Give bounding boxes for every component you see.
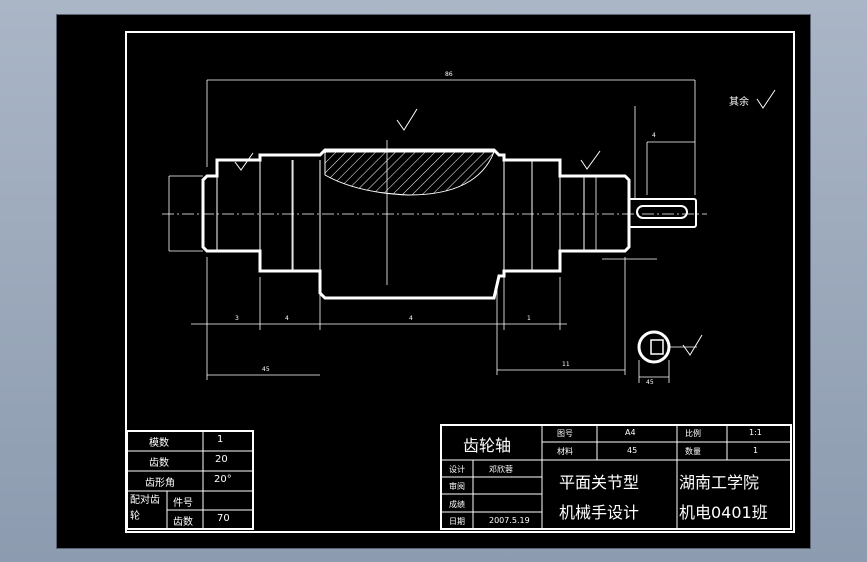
- gear-mating-label-top: 件号: [173, 498, 193, 509]
- gear-mating-label-bottom: 齿数: [173, 517, 193, 528]
- dim-left-total: 45: [262, 366, 270, 373]
- gear-param-table-lines: [126, 430, 254, 530]
- tb-role-1-label: 审阅: [449, 482, 465, 491]
- dimension-lines: [168, 79, 696, 380]
- gear-row-0-label: 模数: [149, 438, 169, 449]
- tb-field-1-value: 45: [627, 446, 638, 455]
- tb-role-3-label: 日期: [449, 517, 465, 526]
- tb-field-0-label: 图号: [557, 429, 573, 438]
- tb-field-0-value: A4: [625, 428, 636, 437]
- tb-role-0-label: 设计: [449, 465, 465, 474]
- gear-section-hatch: [324, 151, 495, 196]
- tb-field-3-label: 数量: [685, 447, 701, 456]
- gear-row-1-value: 20: [215, 454, 228, 465]
- title-block-lines: [440, 424, 792, 530]
- dim-overall: 86: [445, 71, 453, 78]
- keyway: [628, 198, 697, 228]
- gear-row-1-label: 齿数: [149, 458, 169, 469]
- drawing-sheet: 86 4 3 4 4 1 45 11 45 其余 模数 1 齿数 20 齿形角 …: [56, 14, 811, 549]
- gear-row-2-value: 20°: [214, 474, 232, 485]
- dim-right-seg: 4: [652, 132, 656, 139]
- roughness-symbols: [234, 89, 776, 356]
- tb-role-2-label: 成绩: [449, 500, 465, 509]
- tb-role-3-value: 2007.5.19: [489, 516, 530, 525]
- gear-mating-group: 配对齿轮: [130, 495, 160, 522]
- tb-project-line2: 机械手设计: [559, 503, 640, 522]
- dim-right-a: 1: [527, 315, 531, 322]
- section-view: [637, 330, 697, 383]
- dim-right-total: 11: [562, 361, 570, 368]
- dim-keyway-width: 45: [646, 379, 654, 386]
- dim-left-a: 3: [235, 315, 239, 322]
- tb-field-2-value: 1:1: [749, 428, 762, 437]
- tb-field-3-value: 1: [753, 446, 759, 455]
- tb-class: 机电0401班: [679, 503, 768, 522]
- gear-mating-value: 70: [217, 513, 230, 524]
- surface-finish-note: 其余: [729, 97, 749, 108]
- tb-project-line1: 平面关节型: [559, 473, 640, 492]
- gear-row-0-value: 1: [217, 434, 224, 445]
- tb-field-1-label: 材料: [557, 447, 573, 456]
- drawing-frame: [125, 31, 795, 533]
- dim-left-b: 4: [285, 315, 289, 322]
- dim-mid: 4: [409, 315, 413, 322]
- technical-drawing: [126, 79, 792, 530]
- tb-school: 湖南工学院: [679, 473, 760, 492]
- title-part-name: 齿轮轴: [463, 436, 512, 455]
- gear-row-2-label: 齿形角: [145, 478, 175, 489]
- tb-field-2-label: 比例: [685, 429, 701, 438]
- tb-role-0-value: 邓欣蓉: [489, 465, 513, 474]
